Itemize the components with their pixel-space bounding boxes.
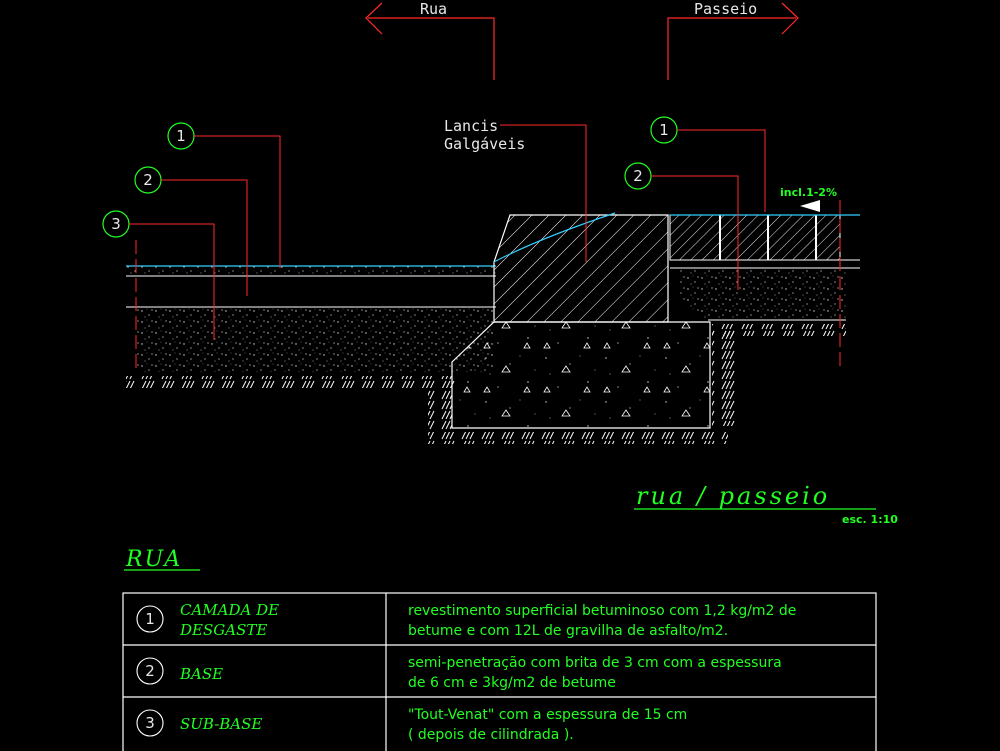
drawing-title: rua / passeio: [636, 482, 830, 510]
road-section: [126, 240, 496, 388]
legend-description: semi-penetração com brita de 3 cm com a …: [408, 655, 782, 671]
legend-name: BASE: [179, 665, 223, 683]
legend-row: 3 SUB-BASE "Tout-Venat" com a espessura …: [136, 707, 687, 743]
slope-label: incl.1-2%: [780, 186, 837, 199]
label-rua: Rua: [420, 0, 447, 18]
legend-name: DESGASTE: [179, 621, 267, 639]
legend-name: CAMADA DE: [180, 601, 279, 619]
legend-name: SUB-BASE: [180, 715, 262, 733]
lancis-label-1: Lancis: [444, 117, 498, 135]
legend-number: 2: [145, 662, 155, 680]
callout-right-1: 1: [650, 116, 766, 212]
legend-description: de 6 cm e 3kg/m2 de betume: [408, 675, 616, 691]
callout-left-3: 3: [102, 210, 215, 340]
legend-description: ( depois de cilindrada ).: [408, 727, 574, 743]
callout-number: 1: [659, 121, 669, 139]
callout-number: 2: [633, 167, 643, 185]
scale-label: esc. 1:10: [842, 513, 898, 526]
legend-number: 3: [145, 714, 155, 732]
legend-description: betume e com 12L de gravilha de asfalto/…: [408, 623, 728, 639]
legend-description: revestimento superficial betuminoso com …: [408, 603, 796, 619]
legend-number: 1: [145, 610, 155, 628]
callout-left-1: 1: [167, 122, 281, 268]
callout-lancis: Lancis Galgáveis: [444, 117, 587, 262]
legend-description: "Tout-Venat" com a espessura de 15 cm: [408, 707, 687, 723]
slope-indicator: incl.1-2%: [780, 186, 837, 212]
concrete-foundation: [428, 321, 736, 444]
legend-row: 2 BASE semi-penetração com brita de 3 cm…: [136, 655, 782, 691]
drawing-title-block: rua / passeio esc. 1:10: [634, 482, 898, 526]
callout-number: 3: [111, 215, 121, 233]
callout-left-2: 2: [134, 166, 248, 296]
callout-number: 2: [143, 171, 153, 189]
callout-number: 1: [176, 127, 186, 145]
legend-row: 1 CAMADA DE DESGASTE revestimento superf…: [136, 601, 796, 639]
lancis-label-2: Galgáveis: [444, 135, 525, 153]
sidewalk-section: [669, 200, 860, 368]
section-heading: RUA: [125, 547, 182, 572]
label-passeio: Passeio: [694, 0, 757, 18]
legend-table: 1 CAMADA DE DESGASTE revestimento superf…: [122, 592, 877, 751]
callout-right-2: 2: [624, 162, 739, 290]
arrow-rua: Rua: [365, 0, 495, 80]
curb-lancil: [493, 212, 669, 323]
section-heading-block: RUA: [124, 547, 200, 572]
arrow-passeio: Passeio: [667, 0, 799, 80]
